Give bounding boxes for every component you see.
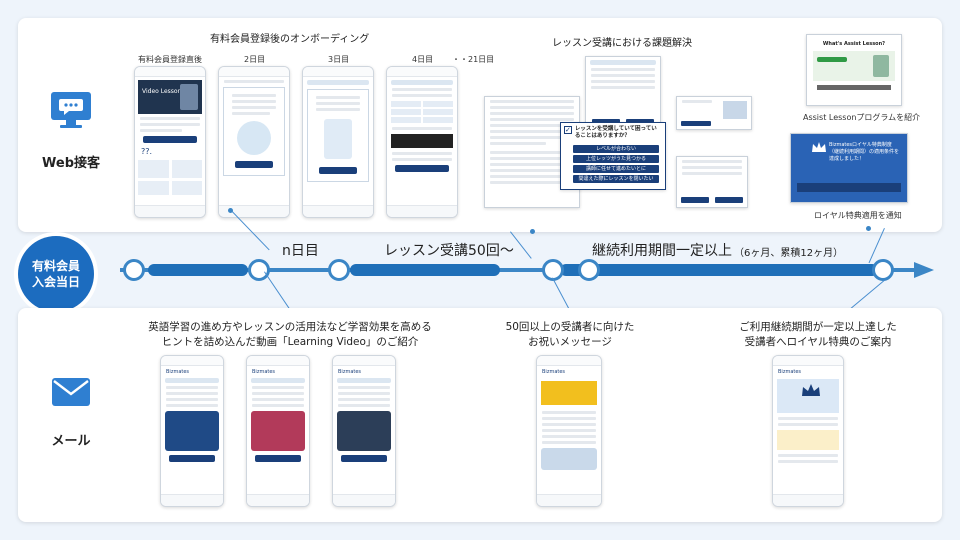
mail-loyal-line2: 受講者へロイヤル特典のご案内 [744, 336, 892, 348]
problem-doc-left [484, 96, 580, 208]
start-label: 有料会員 入会当日 [31, 259, 80, 289]
mail-brand: Bizmates [778, 369, 802, 375]
mail-brand: Bizmates [542, 369, 566, 375]
phone-screen-day2 [218, 66, 290, 218]
problem-doc-top [585, 56, 661, 130]
connector-dot [228, 208, 233, 213]
day0-label: 有料会員登録直後 [138, 55, 202, 64]
day21-label: ・・21日目 [452, 55, 495, 64]
mail-brand: Bizmates [252, 369, 276, 375]
mail-brand: Bizmates [166, 369, 190, 375]
timeline-continued: 継続利用期間一定以上 [592, 243, 732, 259]
mail-video-caption: 英語学習の進め方やレッスンの活用法など学習効果を高める ヒントを詰め込んだ動画「… [140, 320, 440, 350]
timeline-node-start [123, 259, 145, 281]
mail-celebrate-caption: 50回以上の受講者に向けた お祝いメッセージ [490, 320, 650, 350]
loyalty-banner: Bizmatesロイヤル特典制度（継続利用期間）の適用条件を達成しました！ [790, 133, 908, 203]
timeline-segment-3 [560, 264, 878, 276]
checkbox-icon: ✓ [564, 126, 572, 134]
day3-label: 3日目 [328, 55, 350, 64]
connector-web-loyalty [868, 228, 886, 264]
option-0[interactable]: レベルが合わない [573, 145, 659, 153]
mail-celebrate-line1: 50回以上の受講者に向けた [505, 321, 635, 333]
mail-phone-celebrate: Bizmates [536, 355, 602, 507]
assist-lesson-label: Assist Lessonプログラムを紹介 [803, 113, 921, 122]
mail-loyal-line1: ご利用継続期間が一定以上達した [739, 321, 897, 333]
option-2[interactable]: 講師に任せて進めたいとに [573, 165, 659, 173]
timeline-node-cont [872, 259, 894, 281]
day2-label: 2日目 [244, 55, 266, 64]
mail-loyal-caption: ご利用継続期間が一定以上達した 受講者へロイヤル特典のご案内 [718, 320, 918, 350]
timeline-axis [120, 268, 920, 272]
connector-dot [530, 229, 535, 234]
envelope-icon [51, 376, 91, 408]
phone-screen-day4 [386, 66, 458, 218]
mail-video-caption-line2: ヒントを詰め込んだ動画「Learning Video」のご紹介 [161, 336, 419, 348]
monitor-chat-icon [49, 88, 93, 132]
option-1[interactable]: 上位レッツがうた見つかる [573, 155, 659, 163]
mail-phone-video-1: Bizmates [160, 355, 224, 507]
timeline-node-50b [578, 259, 600, 281]
mail-phone-video-2: Bizmates [246, 355, 310, 507]
timeline-lessons-50: レッスン受講50回〜 [384, 243, 514, 259]
onboarding-title: 有料会員登録後のオンボーディング [210, 34, 370, 45]
crown-icon [811, 138, 827, 152]
countdown: ??. [141, 147, 153, 156]
connector-dot [866, 226, 871, 231]
timeline-arrowhead [914, 262, 934, 278]
mail-section-label: メール [51, 434, 91, 449]
web-section-label: Web接客 [42, 156, 100, 171]
timeline-n-day: n日目 [282, 243, 319, 259]
phone-screen-day0: Video Lesson ??. [134, 66, 206, 218]
loyalty-label: ロイヤル特典適用を通知 [814, 211, 902, 220]
crown-icon [802, 384, 820, 396]
connector-mail-loyalty [850, 280, 885, 310]
mail-video-caption-line1: 英語学習の進め方やレッスンの活用法など学習効果を高める [148, 321, 432, 333]
mail-phone-loyal: Bizmates [772, 355, 844, 507]
mail-brand: Bizmates [338, 369, 362, 375]
day4-label: 4日目 [412, 55, 434, 64]
problem-question-card: ✓ レッスンを受講していて困っていることはありますか？ レベルが合わない 上位レ… [560, 122, 666, 190]
mail-phone-video-3: Bizmates [332, 355, 396, 507]
problem-doc-right-bottom [676, 156, 748, 208]
phone-screen-day3 [302, 66, 374, 218]
problem-doc-right-top [676, 96, 752, 130]
timeline-node-n1 [248, 259, 270, 281]
timeline-continued-note: （6ヶ月、累積12ヶ月） [734, 248, 844, 259]
timeline-node-n2 [328, 259, 350, 281]
mail-celebrate-line2: お祝いメッセージ [528, 336, 612, 348]
timeline-segment-2 [350, 264, 500, 276]
assist-heading: What's Assist Lesson? [822, 41, 886, 47]
option-3[interactable]: 間違えた際にレッスンを閉いたい [573, 175, 659, 183]
timeline-segment-1 [148, 264, 248, 276]
assist-lesson-banner: What's Assist Lesson? [806, 34, 902, 106]
loyalty-heading: Bizmatesロイヤル特典制度（継続利用期間）の適用条件を達成しました！ [829, 142, 900, 162]
start-circle: 有料会員 入会当日 [18, 236, 94, 312]
problem-solving-title: レッスン受講における課題解決 [552, 38, 692, 49]
video-lesson-label: Video Lesson [142, 88, 182, 95]
question-text: レッスンを受講していて困っていることはありますか？ [574, 126, 657, 139]
